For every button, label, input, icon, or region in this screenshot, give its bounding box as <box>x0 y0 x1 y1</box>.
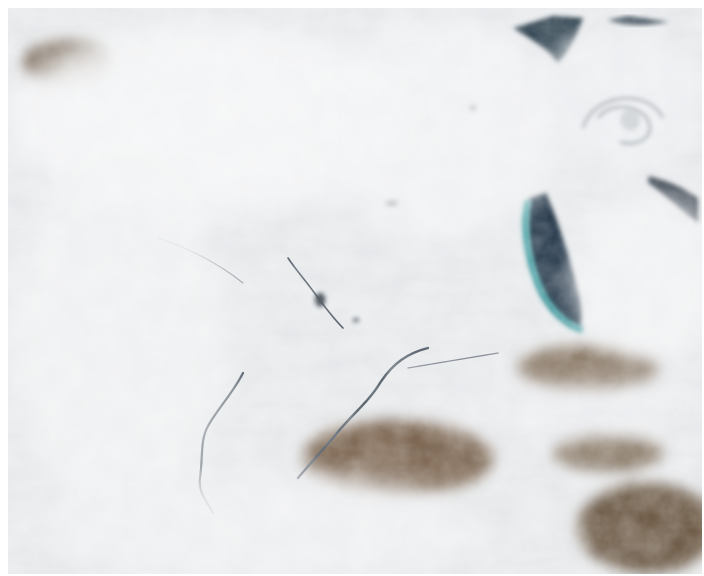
cloud-vortex <box>582 97 664 145</box>
vortex-arc-2 <box>582 97 664 129</box>
satellite-image <box>8 8 702 574</box>
cloud-grain <box>8 8 702 574</box>
vortex-arc-1 <box>597 106 651 145</box>
satellite-scene <box>8 8 702 574</box>
